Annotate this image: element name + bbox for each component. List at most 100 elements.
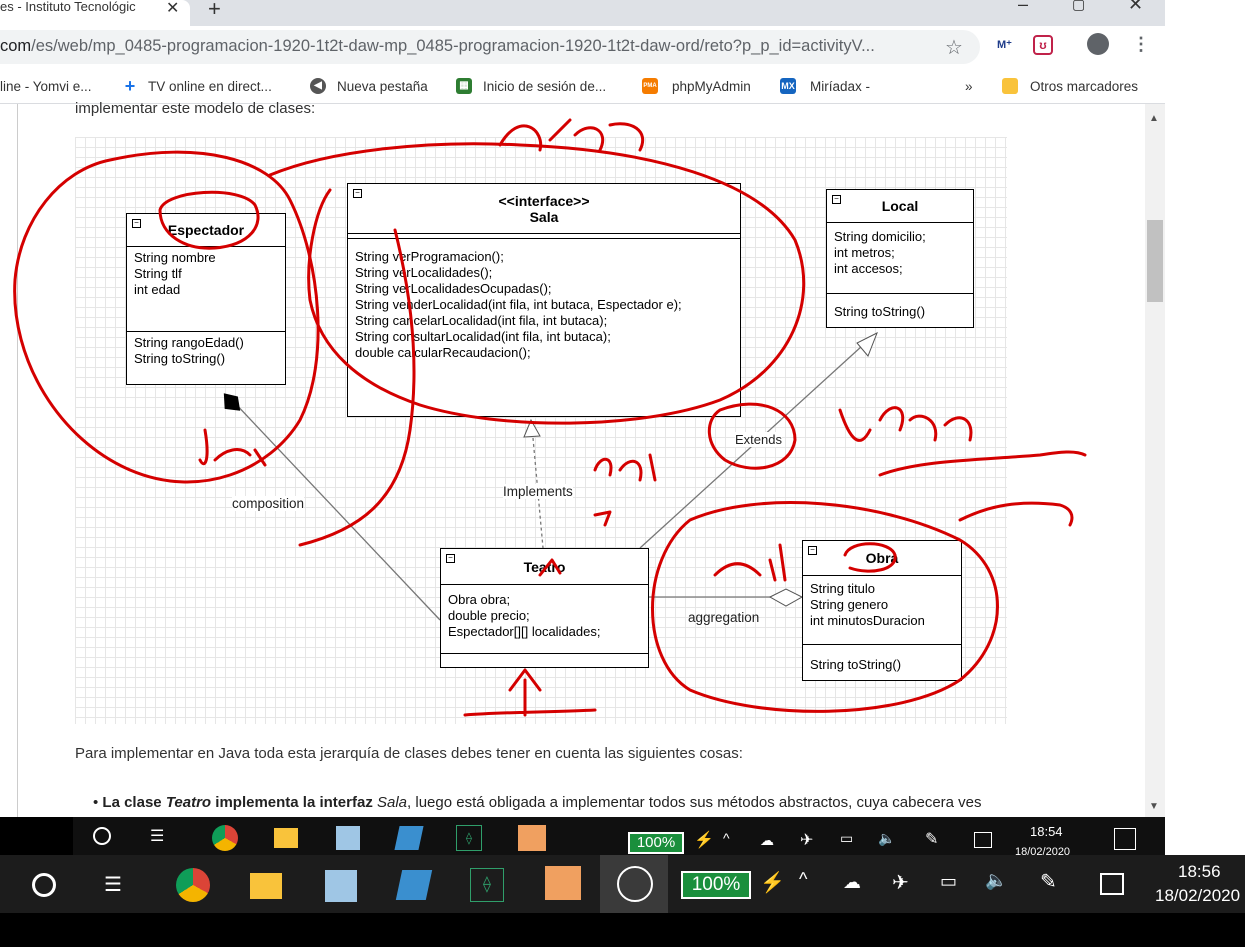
battery-indicator[interactable]: 100%	[681, 871, 751, 899]
chevron-up-icon[interactable]: ^	[799, 869, 808, 889]
composition-diamond	[223, 393, 241, 411]
recorder-icon[interactable]	[518, 825, 546, 851]
chrome-icon[interactable]	[212, 825, 238, 851]
collapse-icon[interactable]: −	[353, 189, 362, 198]
scroll-down-icon[interactable]: ▼	[1149, 801, 1159, 812]
method: String verLocalidades();	[355, 265, 493, 280]
power-icon[interactable]: ▭	[940, 871, 958, 891]
pen-icon[interactable]: ✎	[1040, 871, 1057, 893]
phpmyadmin-icon: PMA	[642, 78, 658, 94]
method: String verLocalidadesOcupadas();	[355, 281, 552, 296]
attribute: String genero	[810, 597, 889, 612]
collapse-icon[interactable]: −	[132, 219, 141, 228]
file-explorer-icon[interactable]	[274, 828, 298, 848]
inner-clock-time[interactable]: 18:54	[1030, 824, 1063, 839]
method: String consultarLocalidad(int fila, int …	[355, 329, 611, 344]
virtualbox-icon[interactable]	[336, 826, 360, 850]
new-tab-icon[interactable]: +	[208, 0, 221, 21]
green-app-icon[interactable]: ⟠	[470, 868, 504, 902]
collapse-icon[interactable]: −	[832, 195, 841, 204]
teatro-arrow	[463, 668, 597, 717]
browser-tab[interactable]: es - Instituto Tecnológic ✕	[0, 0, 190, 26]
clock-time[interactable]: 18:56	[1178, 862, 1221, 881]
movistar-extension-icon[interactable]: M⁺	[997, 39, 1012, 51]
volume-icon[interactable]: 🔈	[985, 870, 1008, 890]
bookmark-phpmyadmin[interactable]: phpMyAdmin	[672, 79, 751, 94]
tablet-mode-icon[interactable]	[974, 832, 992, 848]
bookmark-nueva-pestana[interactable]: Nueva pestaña	[337, 79, 428, 94]
collapse-icon[interactable]: −	[808, 546, 817, 555]
attribute: String nombre	[134, 250, 216, 265]
attribute: int minutosDuracion	[810, 613, 925, 628]
notes-icon[interactable]	[394, 826, 424, 850]
ppal-arrow	[593, 510, 612, 527]
sala-circle	[268, 142, 806, 425]
extends-line	[639, 345, 863, 549]
class-local[interactable]: −Local String domicilio; int metros; int…	[826, 189, 974, 328]
whiteboard-icon[interactable]	[617, 866, 653, 902]
page-scrollbar[interactable]	[1145, 104, 1165, 817]
collapse-icon[interactable]: −	[446, 554, 455, 563]
url-text[interactable]: com/es/web/mp_0485-programacion-1920-1t2…	[0, 37, 875, 55]
class-name: Sala	[529, 209, 559, 225]
notes-icon[interactable]	[395, 870, 433, 900]
recorder-icon[interactable]	[545, 866, 581, 900]
scrollbar-thumb[interactable]	[1147, 220, 1163, 302]
method: String toString()	[810, 657, 902, 672]
profile-avatar-icon[interactable]	[1087, 33, 1109, 55]
bookmark-tv-online[interactable]: TV online en direct...	[148, 79, 272, 94]
power-icon[interactable]: ▭	[840, 830, 854, 846]
airplane-icon[interactable]: ✈	[892, 872, 909, 894]
pocket-extension-icon[interactable]: ʊ	[1033, 35, 1053, 55]
green-app-icon[interactable]: ⟠	[456, 825, 482, 851]
maximize-icon[interactable]: ▢	[1072, 0, 1086, 12]
onedrive-icon[interactable]: ☁	[843, 872, 861, 892]
volume-icon[interactable]: 🔈	[878, 830, 896, 846]
desktop-strip	[1165, 0, 1245, 855]
bookmark-yomvi[interactable]: line - Yomvi e...	[0, 79, 92, 94]
plus-bookmark-icon: +	[124, 76, 136, 96]
attribute: double precio;	[448, 608, 530, 623]
battery-inner[interactable]: 100%	[628, 832, 684, 854]
minimize-icon[interactable]: –	[1018, 0, 1029, 14]
globe-icon: ◀	[310, 78, 326, 94]
bookmark-inicio-sesion[interactable]: Inicio de sesión de...	[483, 79, 607, 94]
implements-arrow	[523, 418, 541, 438]
stereotype: <<interface>>	[498, 193, 590, 209]
notifications-inner-icon[interactable]	[1114, 828, 1136, 850]
cortana-icon[interactable]	[32, 873, 56, 897]
chrome-icon[interactable]	[176, 868, 210, 902]
clock-date[interactable]: 18/02/2020	[1155, 886, 1241, 905]
bookmarks-overflow[interactable]: »	[965, 79, 973, 94]
scroll-up-icon[interactable]: ▲	[1149, 113, 1159, 124]
bookmark-miriadax[interactable]: Miríadax -	[810, 79, 871, 94]
bookmark-star-icon[interactable]: ☆	[945, 37, 963, 59]
attribute: String titulo	[810, 581, 876, 596]
tab-close-icon[interactable]: ✕	[166, 0, 180, 17]
onedrive-icon[interactable]: ☁	[760, 832, 774, 848]
tablet-mode-icon[interactable]	[1100, 873, 1124, 895]
task-view-icon[interactable]: ☰	[104, 874, 122, 896]
cortana-icon[interactable]	[93, 827, 111, 845]
class-espectador[interactable]: −Espectador String nombre String tlf int…	[126, 213, 286, 385]
task-view-icon[interactable]: ☰	[150, 828, 165, 845]
airplane-icon[interactable]: ✈	[800, 832, 814, 849]
file-explorer-icon[interactable]	[250, 873, 282, 899]
virtualbox-icon[interactable]	[325, 870, 357, 902]
close-window-icon[interactable]: ✕	[1128, 0, 1144, 14]
class-name: Espectador	[167, 222, 245, 238]
folder-icon	[1002, 78, 1018, 94]
fuerte-word	[198, 428, 267, 467]
inner-taskbar	[73, 817, 1165, 855]
omnibox[interactable]	[0, 30, 980, 64]
inner-clock-date[interactable]: 18/02/2020	[1015, 846, 1071, 855]
chevron-up-icon[interactable]: ^	[723, 830, 730, 846]
pen-icon[interactable]: ✎	[925, 831, 939, 848]
bookmark-otros-marcadores[interactable]: Otros marcadores	[1030, 79, 1139, 94]
class-obra[interactable]: −Obra String titulo String genero int mi…	[802, 540, 962, 681]
menu-kebab-icon[interactable]: ⋮	[1132, 34, 1150, 54]
attribute: int metros;	[834, 245, 895, 260]
